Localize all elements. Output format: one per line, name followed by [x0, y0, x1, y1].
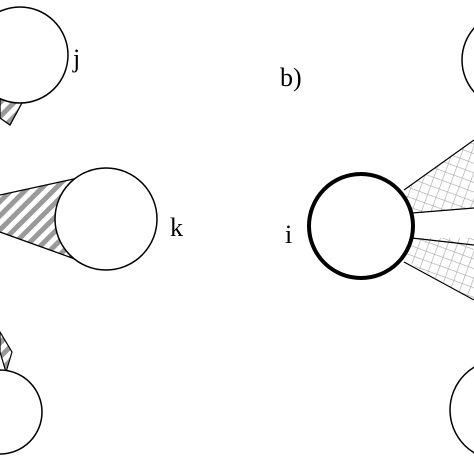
node-k: [54, 167, 158, 271]
panel-b: b) i: [280, 27, 474, 454]
node-i-label: i: [285, 220, 292, 249]
node-j: [0, 6, 69, 104]
beam-lower-right-top-edge: [411, 237, 474, 246]
beam-upper-right-bottom-edge: [411, 207, 474, 214]
beam-lower-right-bottom-edge: [403, 261, 474, 301]
panel-a: j k: [0, 6, 183, 455]
node-lower-right: [449, 366, 474, 454]
beam-to-lower-right: [404, 238, 474, 300]
node-i: [307, 172, 415, 280]
panel-b-label: b): [280, 63, 302, 92]
node-lower-left: [0, 369, 43, 455]
beam-to-k-lower-edge: [0, 231, 87, 264]
node-j-label: j: [72, 44, 80, 73]
beam-upper-right-top-edge: [403, 139, 474, 191]
beam-to-lower-left: [0, 330, 13, 375]
node-k-label: k: [170, 213, 183, 242]
node-upper-right: [461, 27, 474, 93]
beam-to-upper-right: [404, 140, 474, 213]
